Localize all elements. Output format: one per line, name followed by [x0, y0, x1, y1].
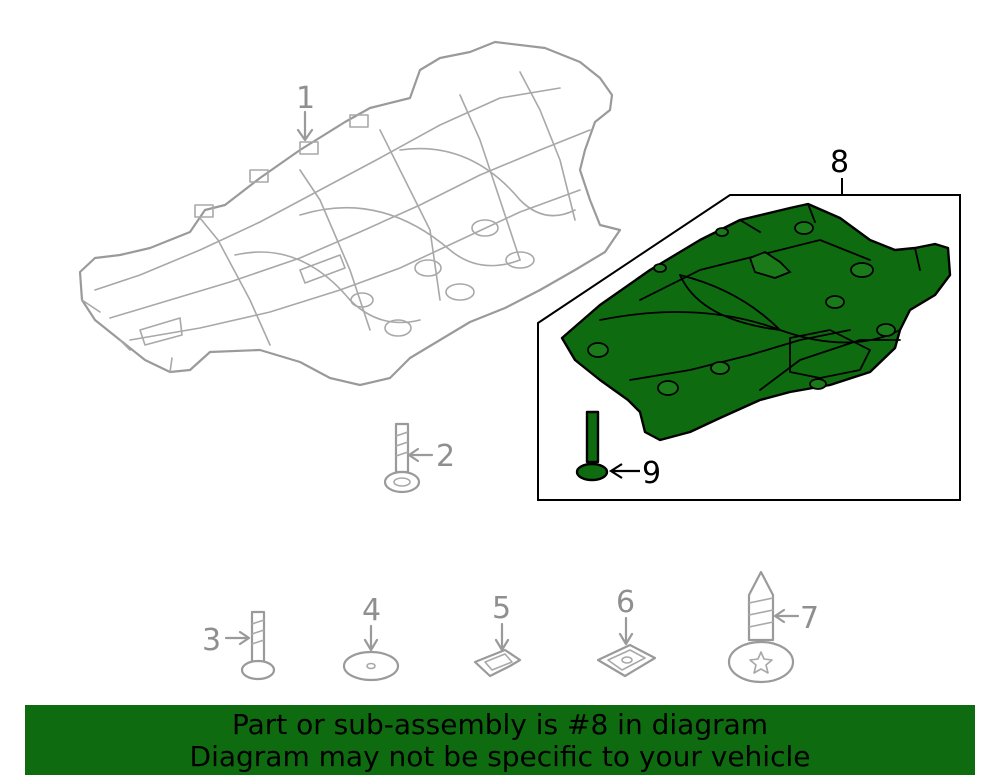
part-7-screw [727, 570, 795, 684]
info-banner: Part or sub-assembly is #8 in diagram Di… [25, 705, 975, 775]
callout-7: 7 [800, 601, 819, 636]
part-9-bolt [575, 410, 609, 482]
part-4-washer [342, 650, 400, 682]
callout-1: 1 [296, 81, 315, 116]
part-2-bolt [383, 422, 421, 494]
callout-6: 6 [616, 585, 635, 620]
callout-5: 5 [492, 591, 511, 626]
callout-5-arrow [494, 622, 510, 652]
callout-8: 8 [830, 145, 849, 180]
callout-9-arrow [608, 463, 640, 479]
callout-9: 9 [642, 456, 661, 491]
callout-1-arrow [296, 110, 314, 142]
part-5-clip [473, 648, 522, 678]
callout-6-arrow [618, 616, 634, 646]
banner-line-2: Diagram may not be specific to your vehi… [189, 740, 811, 773]
banner-line-1: Part or sub-assembly is #8 in diagram [231, 708, 769, 741]
callout-7-arrow [773, 608, 800, 624]
callout-3: 3 [202, 623, 221, 658]
callout-4-arrow [363, 624, 379, 652]
callout-3-arrow [224, 630, 251, 646]
part-6-nut-clip [596, 643, 657, 678]
callout-2: 2 [436, 439, 455, 474]
callout-2-arrow [407, 447, 434, 463]
part-8-splash-shield [560, 202, 952, 442]
callout-4: 4 [362, 593, 381, 628]
part-1-splash-shield [78, 40, 622, 387]
part-3-bolt [240, 610, 276, 681]
